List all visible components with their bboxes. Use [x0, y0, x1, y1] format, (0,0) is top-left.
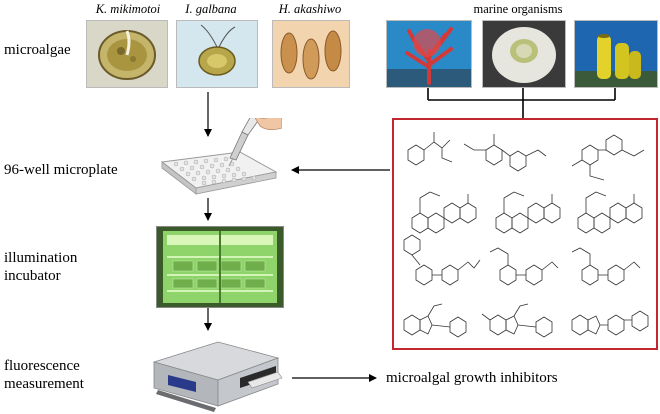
- species-caption-igalbana: I. galbana: [185, 2, 237, 16]
- kmikimotoi-image: [86, 20, 168, 88]
- marine-bracket: [427, 88, 616, 118]
- species-caption-hakashiwo: H. akashiwo: [278, 2, 342, 16]
- label-microplate: 96-well microplate: [4, 162, 118, 178]
- marine-organisms-caption: marine organisms: [473, 2, 563, 16]
- plate-reader-image: [148, 332, 284, 412]
- sponge-image: [574, 20, 658, 88]
- structure-row-4: [403, 303, 649, 338]
- label-result: microalgal growth inhibitors: [386, 370, 558, 386]
- label-illumination: illumination: [4, 250, 78, 266]
- sea-fan-image: [386, 20, 472, 88]
- microplate-image: [156, 118, 282, 196]
- compound-structures-panel: [392, 118, 658, 350]
- structure-row-3: [403, 234, 641, 286]
- label-fluorescence: fluorescence: [4, 358, 80, 374]
- structure-row-1: [407, 132, 645, 181]
- label-incubator: incubator: [4, 268, 61, 284]
- label-measurement: measurement: [4, 376, 84, 392]
- label-microalgae: microalgae: [4, 42, 71, 58]
- structure-row-2: [411, 191, 643, 234]
- incubator-image: [156, 226, 284, 308]
- igalbana-image: [176, 20, 258, 88]
- culture-dish-image: [482, 20, 566, 88]
- hakashiwo-image: [272, 20, 350, 88]
- species-caption-kmikimotoi: K. mikimotoi: [95, 2, 161, 16]
